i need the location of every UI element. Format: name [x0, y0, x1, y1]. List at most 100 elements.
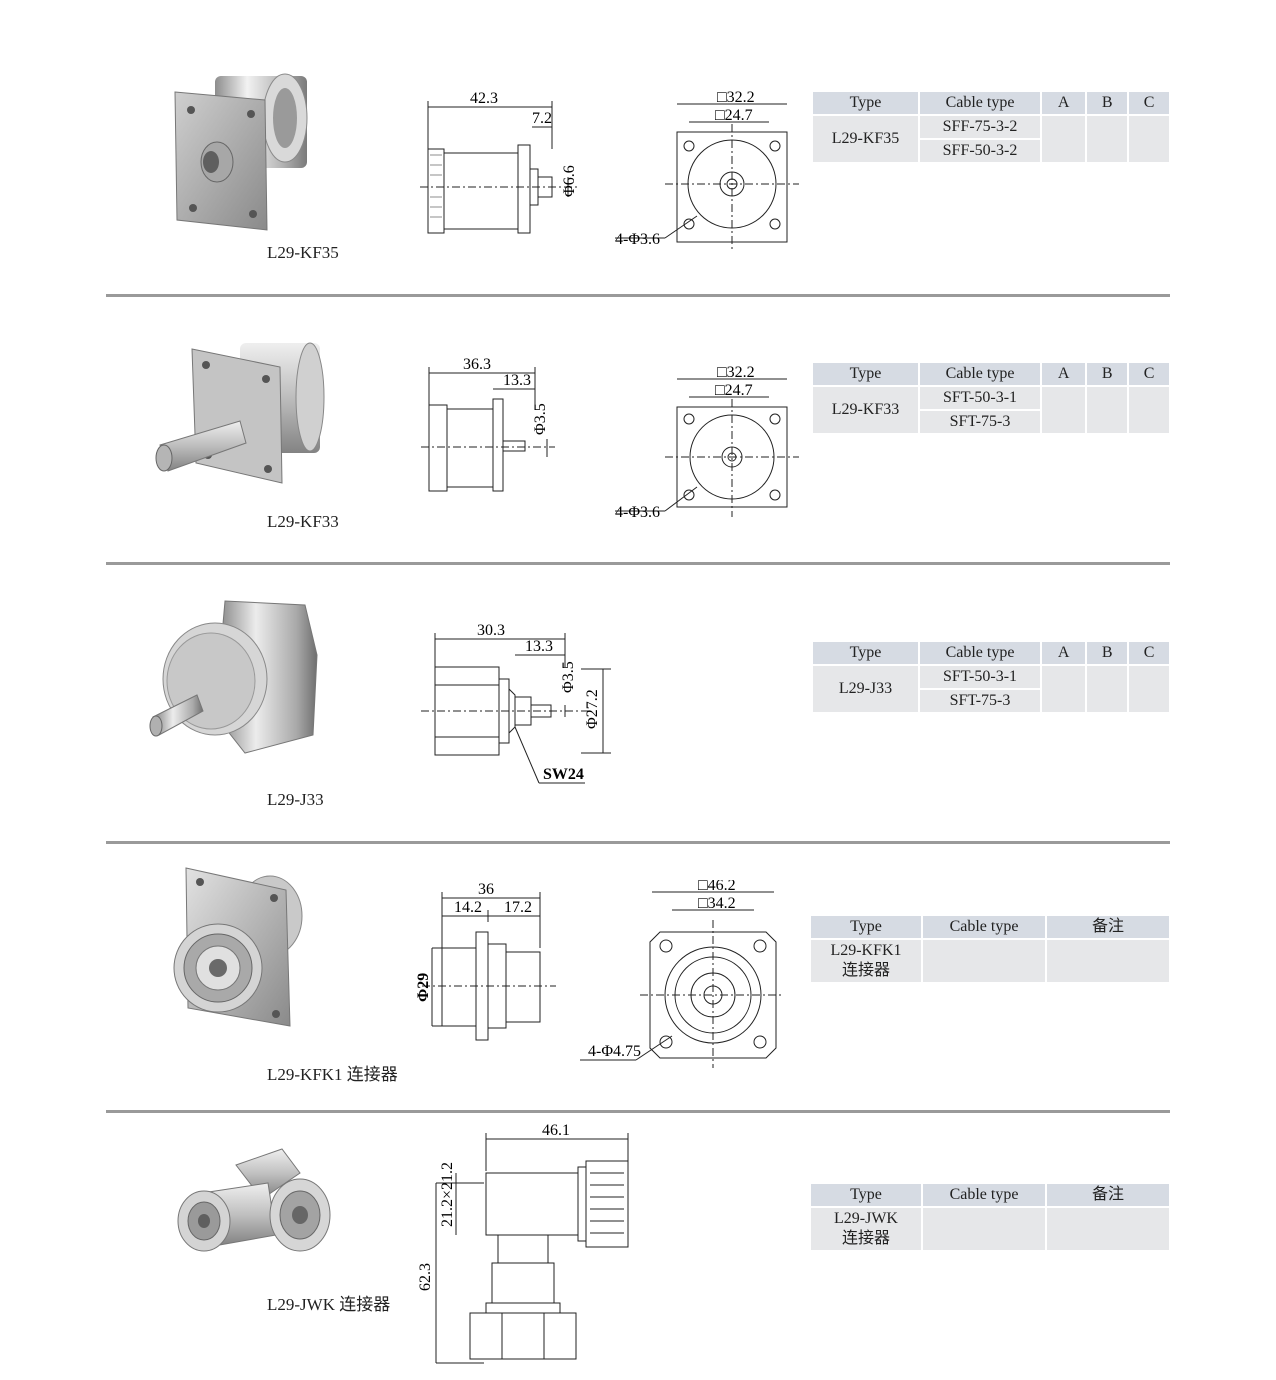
dim-overall: 36	[478, 882, 494, 898]
product-label: L29-KF33	[267, 512, 339, 531]
cell-cable: SFT-50-3-1	[920, 387, 1040, 409]
type-line: 连接器	[841, 1230, 890, 1247]
dim-overall: 30.3	[477, 623, 505, 639]
dim-inner: □24.7	[715, 382, 753, 399]
section-divider	[106, 294, 1170, 297]
product-photo-kfk1	[173, 867, 303, 1027]
col-cable-type: Cable type	[920, 363, 1040, 385]
cell-type: L29-JWK 连接器	[811, 1208, 921, 1250]
cell-b	[1087, 116, 1128, 162]
section-divider	[106, 841, 1170, 844]
dim-height: 62.3	[417, 1263, 434, 1291]
dim-holes: 4-Φ3.6	[615, 504, 660, 521]
col-cable-type: Cable type	[920, 642, 1040, 664]
section-divider	[106, 1110, 1170, 1113]
side-drawing: 30.3 13.3 Φ3.5 Φ27.2 SW24	[421, 623, 611, 784]
spec-table: Type Cable type A B C L29-J33 SFT-50-3-1…	[811, 640, 1171, 714]
front-drawing: □46.2 □34.2 4-Φ4.75	[580, 880, 784, 1068]
dim-overall: 42.3	[470, 90, 498, 107]
dim-holes: 4-Φ3.6	[615, 231, 660, 248]
spec-table: Type Cable type A B C L29-KF33 SFT-50-3-…	[811, 361, 1171, 435]
cell-remark	[1047, 940, 1169, 982]
dim-right: 17.2	[504, 899, 532, 916]
col-b: B	[1087, 363, 1128, 385]
cell-a	[1042, 116, 1086, 162]
side-drawing: 42.3 7.2 Φ6.6	[420, 90, 580, 234]
product-label: L29-J33	[267, 790, 324, 809]
product-photo-j33	[149, 600, 318, 754]
col-remark: 备注	[1047, 916, 1169, 938]
cell-b	[1087, 666, 1128, 712]
cell-type: L29-KF35	[813, 116, 918, 162]
col-type: Type	[811, 916, 921, 938]
section-kf35: L29-KF35 42.3 7.2 Φ6.6	[0, 0, 1276, 296]
col-type: Type	[813, 642, 918, 664]
cell-cable	[923, 940, 1045, 982]
cell-cable: SFT-75-3	[920, 690, 1040, 712]
col-type: Type	[813, 363, 918, 385]
col-type: Type	[813, 92, 918, 114]
dim-depth: 13.3	[503, 372, 531, 389]
type-line: L29-JWK	[834, 1210, 898, 1227]
product-photo-kf35	[174, 73, 308, 231]
type-line: 连接器	[841, 962, 890, 979]
dim-inner: □24.7	[715, 107, 753, 124]
cell-type: L29-KFK1 连接器	[811, 940, 921, 982]
col-a: A	[1042, 642, 1086, 664]
col-c: C	[1129, 363, 1169, 385]
product-label: L29-KF35	[267, 243, 339, 262]
col-c: C	[1129, 642, 1169, 664]
dim-width: 46.1	[542, 1122, 570, 1139]
col-cable-type: Cable type	[923, 916, 1045, 938]
cell-type: L29-KF33	[813, 387, 918, 433]
section-divider	[106, 562, 1170, 565]
spec-table: Type Cable type 备注 L29-KFK1 连接器	[809, 914, 1171, 984]
cell-type: L29-J33	[813, 666, 918, 712]
side-drawing: 46.1 62.3 21.2×21.2	[417, 1122, 629, 1364]
section-jwk: L29-JWK 连接器 46.1 62.3 21.2×21.2 Type C	[0, 1113, 1276, 1380]
dim-depth: 7.2	[532, 110, 552, 127]
col-cable-type: Cable type	[920, 92, 1040, 114]
dim-overall: 36.3	[463, 356, 491, 373]
dim-depth: 13.3	[525, 638, 553, 655]
section-j33: L29-J33 30.3 13.3 Φ3.5 Φ27.2 SW24 Type	[0, 565, 1276, 842]
side-drawing: 36 14.2 17.2 Φ29	[415, 882, 556, 1041]
col-remark: 备注	[1047, 1184, 1169, 1206]
spec-table: Type Cable type A B C L29-KF35 SFF-75-3-…	[811, 90, 1171, 164]
cell-cable: SFT-50-3-1	[920, 666, 1040, 688]
front-drawing: □32.2 □24.7 4-Φ3.6	[615, 364, 799, 521]
dim-wrench: SW24	[543, 766, 584, 783]
spec-table: Type Cable type 备注 L29-JWK 连接器	[809, 1182, 1171, 1252]
cell-cable: SFT-75-3	[920, 411, 1040, 433]
dim-outer: □46.2	[698, 880, 736, 894]
dim-outer: □32.2	[717, 364, 755, 381]
cell-c	[1129, 116, 1169, 162]
type-line: L29-KFK1	[830, 942, 902, 959]
cell-remark	[1047, 1208, 1169, 1250]
cell-a	[1042, 666, 1086, 712]
dim-dia: Φ29	[415, 973, 432, 1002]
cell-cable	[923, 1208, 1045, 1250]
col-type: Type	[811, 1184, 921, 1206]
dim-outer: □32.2	[717, 89, 755, 106]
col-cable-type: Cable type	[923, 1184, 1045, 1206]
front-drawing: □32.2 □24.7 4-Φ3.6	[615, 89, 799, 250]
section-kf33: L29-KF33 36.3 13.3 Φ3.5	[0, 297, 1276, 563]
dim-holes: 4-Φ4.75	[588, 1043, 641, 1060]
product-photo-jwk	[177, 1148, 331, 1252]
col-a: A	[1042, 92, 1086, 114]
side-drawing: 36.3 13.3 Φ3.5	[421, 356, 555, 492]
cell-cable: SFF-75-3-2	[920, 116, 1040, 138]
dim-pin: Φ3.5	[532, 403, 549, 435]
cell-c	[1129, 387, 1169, 433]
dim-body: Φ27.2	[584, 689, 601, 729]
dim-pin: Φ3.5	[560, 661, 577, 693]
cell-cable: SFF-50-3-2	[920, 140, 1040, 162]
col-b: B	[1087, 642, 1128, 664]
product-label: L29-KFK1 连接器	[267, 1065, 398, 1084]
dim-small: 21.2×21.2	[439, 1162, 456, 1227]
cell-b	[1087, 387, 1128, 433]
product-photo-kf33	[155, 342, 325, 484]
col-c: C	[1129, 92, 1169, 114]
section-kfk1: L29-KFK1 连接器 36 14.2 17.2 Φ29	[0, 844, 1276, 1111]
